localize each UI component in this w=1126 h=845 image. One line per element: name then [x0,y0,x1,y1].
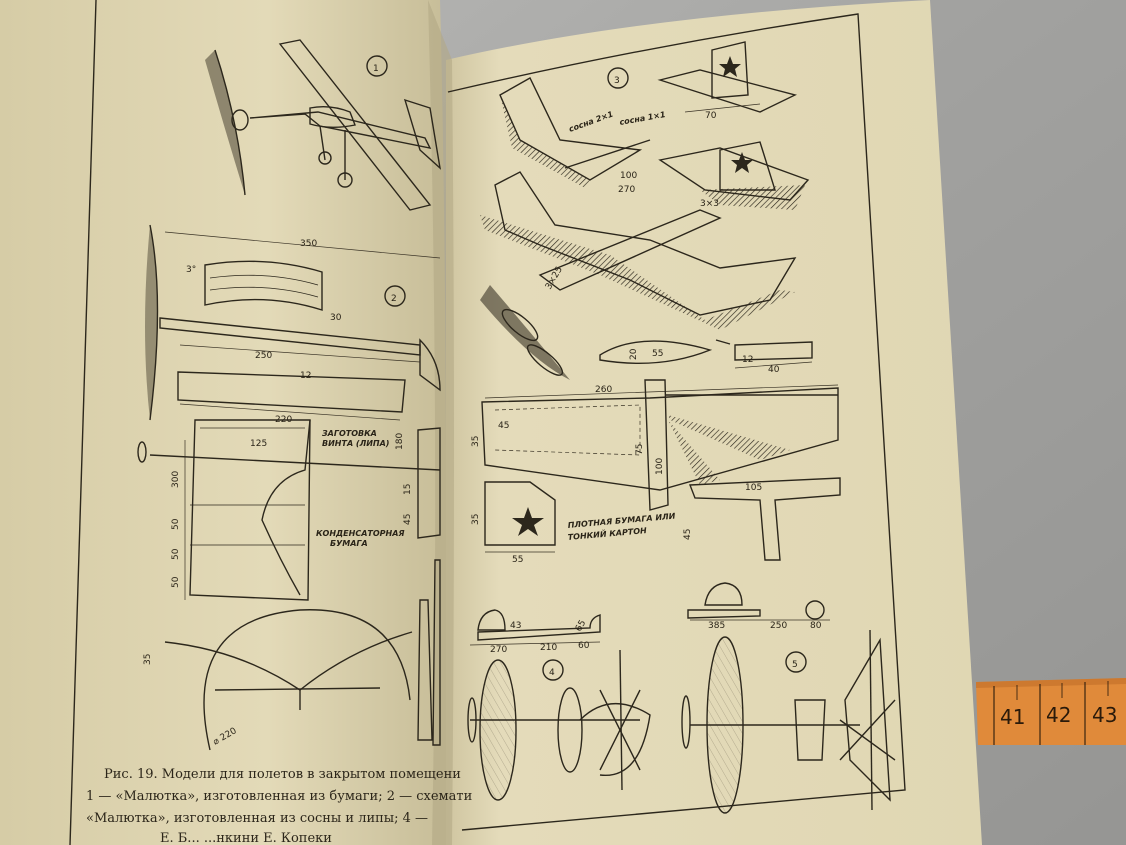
dim-30: 30 [330,313,342,323]
dim-45-tail: 45 [683,529,693,540]
figure-5-number: 5 [792,660,798,670]
dim-55-fin: 55 [512,555,523,565]
dim-260: 260 [595,385,612,395]
dim-80: 80 [810,621,822,631]
dim-50c: 50 [171,576,181,588]
dim-12: 12 [300,371,311,381]
dim-270-top: 270 [618,185,635,195]
figure-3-number: 3 [614,76,620,86]
dim-210: 210 [540,643,557,653]
figure-4-number: 4 [549,668,555,678]
dim-50a: 50 [171,518,181,530]
dim-300: 300 [171,471,181,488]
figure-caption: Рис. 19. Модели для полетов в закрытом п… [86,767,472,845]
dim-270-f4: 270 [490,645,507,655]
figure-2-model: 2 350 3° 30 250 12 220 125 300 50 50 50 … [137,224,441,601]
caption-line-1: Рис. 19. Модели для полетов в закрытом п… [104,767,461,782]
figure-5-model: 385 250 80 5 [681,582,896,814]
dim-15: 15 [403,484,413,495]
dim-35: 35 [143,654,153,665]
dim-250: 250 [255,351,272,361]
figure-1-model: 1 [205,39,442,211]
ruler-number-41: 41 [1000,705,1025,729]
dim-100-plan: 100 [655,458,665,475]
dim-45: 45 [403,514,413,525]
dim-60: 60 [578,641,590,651]
measuring-tape: 41 42 43 [976,678,1126,745]
dim-70: 70 [705,111,717,121]
figure-1-number: 1 [373,64,379,74]
dim-3x3: 3×3 [700,199,719,209]
dim-50b: 50 [171,548,181,560]
capacitor-paper-label-1: КОНДЕНСАТОРНАЯ [316,529,405,538]
dim-105: 105 [745,483,762,493]
dim-250-f5: 250 [770,621,787,631]
dim-65: 65 [574,619,588,634]
dim-100-top: 100 [620,171,637,181]
dim-35-plan: 35 [471,436,481,447]
caption-line-3: «Малютка», изготовленная из сосны и липы… [86,811,428,826]
propeller-blank-label-1: ЗАГОТОВКА [322,429,377,438]
left-page [0,0,447,845]
dim-45-plan: 45 [498,421,509,431]
dim-180: 180 [395,433,405,450]
dim-350: 350 [300,239,317,249]
dim-75: 75 [635,444,645,455]
dim-12-right: 12 [742,355,753,365]
caption-line-4: Е. Б... ...нкини Е. Копеки [160,831,332,845]
dim-385: 385 [708,621,725,631]
figure-3-model: 3 сосна 2×1 сосна 1×1 100 270 70 3×3 3×2… [471,41,841,565]
dim-3deg: 3° [186,265,196,275]
figure-4-model: 43 65 270 210 60 4 [467,609,651,801]
dim-20: 20 [629,348,639,360]
caption-line-2: 1 — «Малютка», изготовленная из бумаги; … [86,789,472,804]
dim-35-fin: 35 [471,514,481,525]
ruler-number-42: 42 [1046,703,1071,727]
ruler-number-43: 43 [1092,703,1117,727]
dim-125: 125 [250,439,267,449]
propeller-blank-label-2: ВИНТА (ЛИПА) [322,439,389,448]
dim-55: 55 [652,349,663,359]
figure-2-number: 2 [391,294,397,304]
dim-40: 40 [768,365,780,375]
capacitor-paper-label-2: БУМАГА [330,539,368,548]
dim-43: 43 [510,621,521,631]
